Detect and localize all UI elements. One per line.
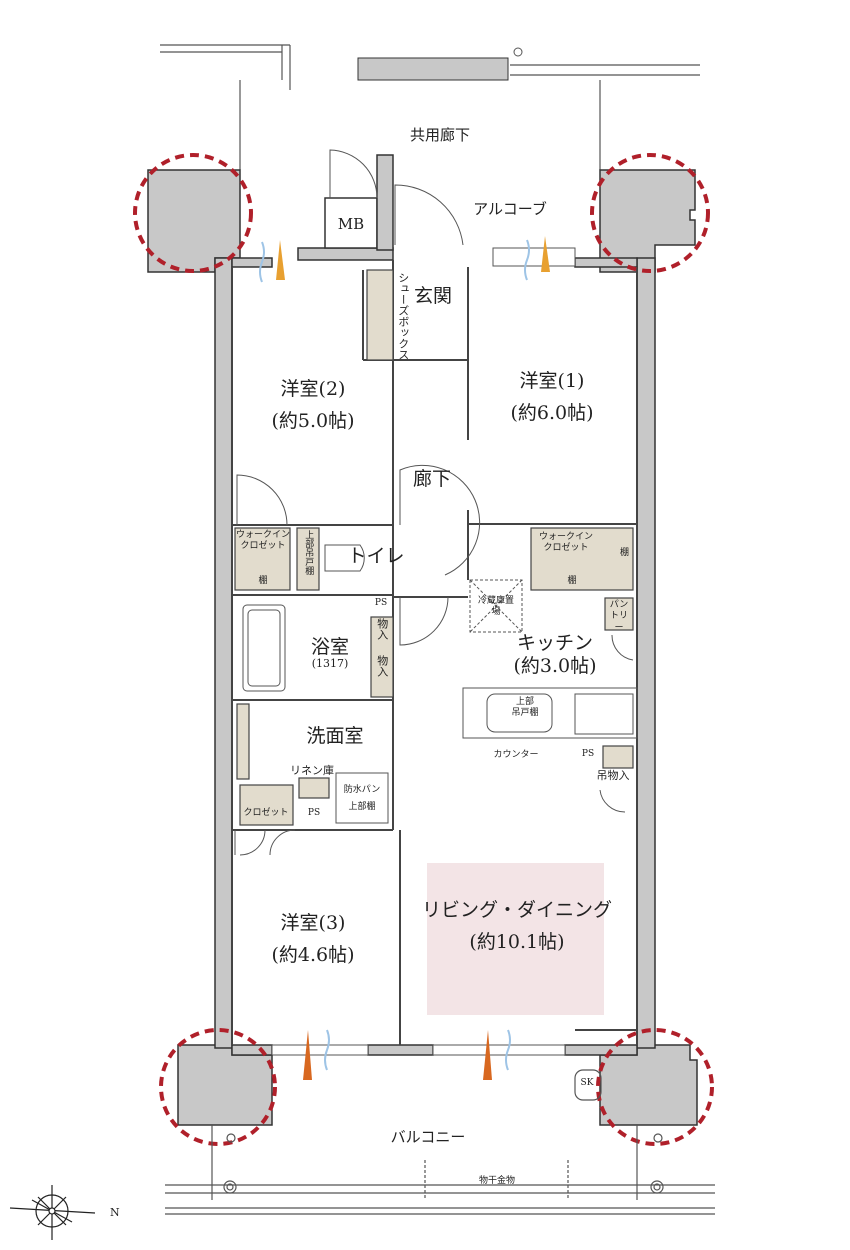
label-bathroom: 浴室: [310, 636, 350, 658]
label-ps-kitchen: PS: [581, 749, 595, 759]
label-bathroom-size: (1317): [311, 657, 349, 670]
label-hanging-storage: 吊物入: [596, 769, 630, 782]
interior-walls: [231, 260, 638, 1045]
label-washroom: 洗面室: [306, 725, 364, 747]
label-fridge-space: 冷蔵庫置場: [477, 596, 514, 618]
label-western-room-1-size: (約6.0帖): [510, 402, 594, 424]
corridor-wall-segment: [357, 57, 509, 81]
windows: [271, 247, 576, 1056]
balcony-railing: [165, 1069, 715, 1215]
fixtures: [242, 544, 638, 824]
label-pantry: パントリー: [609, 600, 629, 633]
label-closet: クロゼット: [243, 808, 289, 818]
label-walk-in-closet-left: ウォークイン クロゼット: [235, 530, 291, 552]
label-ps-bath: PS: [374, 598, 388, 608]
label-storage-1: 物入: [375, 618, 389, 640]
label-western-room-3-size: (約4.6帖): [271, 944, 355, 966]
label-alcove: アルコーブ: [473, 200, 547, 218]
label-walk-in-closet-right: ウォークイン クロゼット: [538, 532, 594, 554]
storage-areas: [234, 269, 634, 826]
label-kitchen-upper-shelf: 上部 吊戸棚: [511, 697, 539, 719]
label-waterproof-pan: 防水パン: [343, 785, 381, 795]
label-western-room-2-size: (約5.0帖): [271, 410, 355, 432]
label-mb: MB: [337, 215, 365, 233]
label-shelf-right: 棚: [567, 576, 577, 586]
airflow-arrows: [259, 236, 550, 1080]
label-western-room-2: 洋室(2): [280, 378, 346, 400]
pillar-markers: [133, 153, 714, 1146]
outer-walls: [214, 154, 656, 1056]
label-toilet-upper-shelf: 上部吊戸棚: [303, 530, 314, 575]
label-shelf-right-side: 棚: [620, 548, 630, 558]
label-kitchen: キッチン: [516, 632, 594, 654]
label-ps-wash: PS: [307, 808, 321, 818]
label-shoe-box: シューズボックス: [396, 272, 410, 360]
label-living-dining-size: (約10.1帖): [469, 931, 565, 953]
label-common-corridor: 共用廊下: [409, 126, 471, 144]
label-toilet: トイレ: [347, 545, 405, 567]
label-balcony: バルコニー: [390, 1128, 466, 1146]
label-living-dining: リビング・ダイニング: [421, 899, 613, 921]
living-dining-highlight: [427, 863, 604, 1015]
label-linen: リネン庫: [290, 764, 334, 777]
label-drying-hardware: 物干金物: [478, 1176, 516, 1186]
label-entrance: 玄関: [413, 285, 453, 307]
label-north: N: [110, 1206, 120, 1219]
label-western-room-3: 洋室(3): [280, 912, 346, 934]
door-swings: [234, 149, 634, 856]
label-hallway: 廊下: [412, 468, 452, 490]
label-shelf-left: 棚: [258, 576, 268, 586]
pillars: [147, 169, 698, 1126]
label-upper-shelf: 上部棚: [348, 802, 376, 812]
compass-icon: [9, 1185, 96, 1240]
label-counter: カウンター: [493, 750, 539, 760]
label-kitchen-size: (約3.0帖): [513, 655, 597, 677]
common-corridor-railing: [160, 44, 700, 170]
label-western-room-1: 洋室(1): [519, 370, 585, 392]
label-sk: SK: [580, 1078, 594, 1088]
label-storage-2: 物入: [375, 655, 389, 677]
